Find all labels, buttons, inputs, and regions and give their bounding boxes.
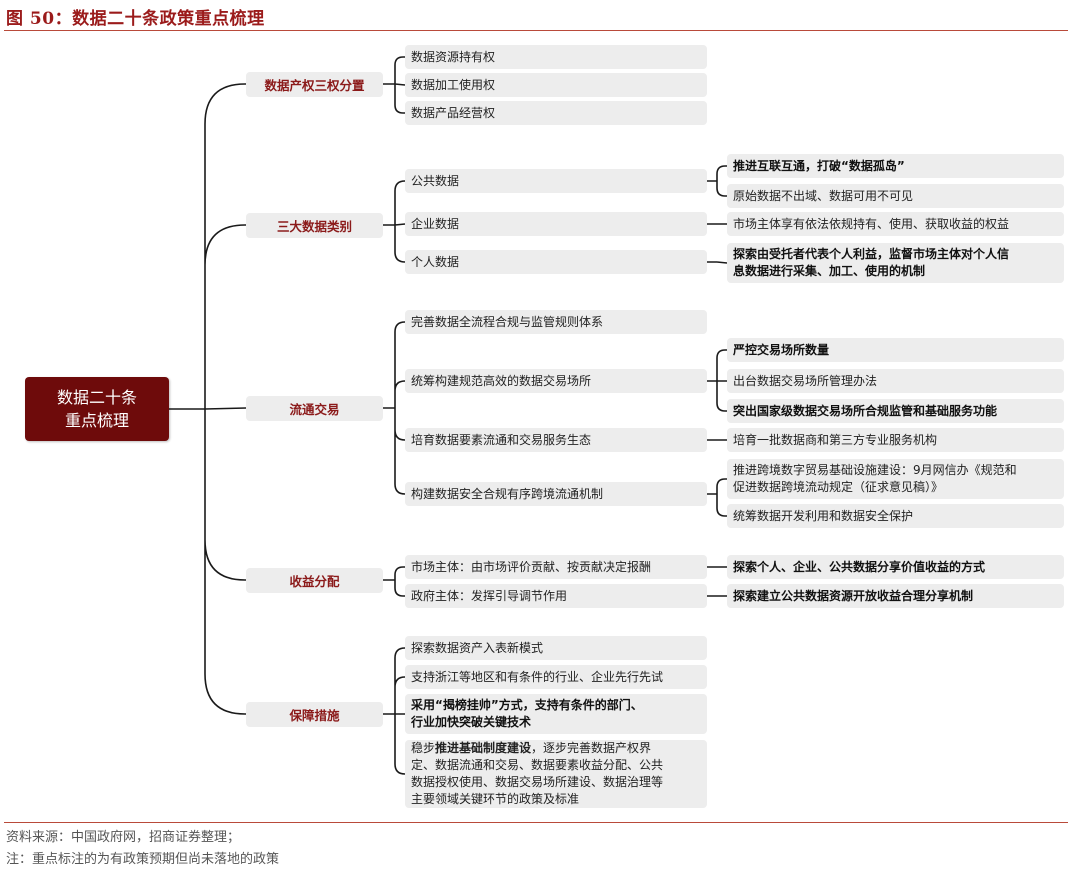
node-personal-data: 个人数据 <box>405 250 707 274</box>
node-development-security: 统筹数据开发利用和数据安全保护 <box>727 504 1064 528</box>
category-safeguards: 保障措施 <box>246 702 383 727</box>
node-cross-border-infrastructure: 推进跨境数字贸易基础设施建设：9月网信办《规范和 促进数据跨境流动规定（征求意见… <box>727 459 1064 499</box>
node-product-operation-right: 数据产品经营权 <box>405 101 707 125</box>
node-raw-data-domain: 原始数据不出域、数据可用不可见 <box>727 184 1064 208</box>
category-three-data-types: 三大数据类别 <box>246 213 383 238</box>
connector-income <box>383 566 405 597</box>
node-trustee-mechanism: 探索由受托者代表个人利益，监督市场主体对个人信 息数据进行采集、加工、使用的机制 <box>727 243 1064 283</box>
node-pilot-regions: 支持浙江等地区和有条件的行业、企业先行先试 <box>405 665 707 689</box>
node-market-entity: 市场主体：由市场评价贡献、按贡献决定报酬 <box>405 555 707 579</box>
connector-property-rights <box>383 56 406 114</box>
category-data-property-rights: 数据产权三权分置 <box>246 72 383 97</box>
connector-cross-border <box>707 478 727 517</box>
figure-title: 图 50：数据二十条政策重点梳理 <box>6 9 265 29</box>
source-note: 资料来源：中国政府网，招商证券整理； <box>6 830 241 845</box>
node-trading-venues: 统筹构建规范高效的数据交易场所 <box>405 369 707 393</box>
node-national-venue-supervision: 突出国家级数据交易场所合规监管和基础服务功能 <box>727 399 1064 423</box>
node-data-merchants: 培育一批数据商和第三方专业服务机构 <box>727 428 1064 452</box>
node-resource-holding-right: 数据资源持有权 <box>405 45 707 69</box>
category-income-distribution: 收益分配 <box>246 568 383 593</box>
node-limit-venues: 严控交易场所数量 <box>727 338 1064 362</box>
connector-personal-data <box>707 261 728 264</box>
root-node: 数据二十条 重点梳理 <box>25 377 169 441</box>
top-divider <box>4 30 1068 31</box>
node-key-tech-breakthrough: 采用“揭榜挂帅”方式，支持有条件的部门、 行业加快突破关键技术 <box>405 694 707 734</box>
category-circulation-trading: 流通交易 <box>246 396 383 421</box>
connector-trading-venues <box>707 349 727 412</box>
basic-system-text: 稳步推进基础制度建设，逐步完善数据产权界 定、数据流通和交易、数据要素收益分配、… <box>411 741 664 806</box>
root-connector <box>169 83 247 715</box>
node-market-entity-rights: 市场主体享有依法依规持有、使用、获取收益的权益 <box>727 212 1064 236</box>
node-processing-use-right: 数据加工使用权 <box>405 73 707 97</box>
node-service-ecosystem: 培育数据要素流通和交易服务生态 <box>405 428 707 452</box>
node-public-resource-sharing: 探索建立公共数据资源开放收益合理分享机制 <box>727 584 1064 608</box>
node-public-data: 公共数据 <box>405 169 707 193</box>
node-compliance-system: 完善数据全流程合规与监管规则体系 <box>405 310 707 334</box>
node-interconnection: 推进互联互通，打破“数据孤岛” <box>727 154 1064 178</box>
node-asset-accounting: 探索数据资产入表新模式 <box>405 636 707 660</box>
node-cross-border-flow: 构建数据安全合规有序跨境流通机制 <box>405 482 707 506</box>
basic-system-emphasis: 推进基础制度建设 <box>435 741 532 755</box>
node-venue-management-rules: 出台数据交易场所管理办法 <box>727 369 1064 393</box>
node-basic-system-building: 稳步推进基础制度建设，逐步完善数据产权界 定、数据流通和交易、数据要素收益分配、… <box>405 740 707 808</box>
footnote: 注：重点标注的为有政策预期但尚未落地的政策 <box>6 852 280 867</box>
node-enterprise-data: 企业数据 <box>405 212 707 236</box>
connector-safeguards <box>383 647 406 775</box>
connector-circulation <box>383 321 406 495</box>
connector-data-types <box>383 180 406 263</box>
bottom-divider <box>4 822 1068 823</box>
node-government-entity: 政府主体：发挥引导调节作用 <box>405 584 707 608</box>
connector-public-data <box>707 165 727 197</box>
node-share-value-income: 探索个人、企业、公共数据分享价值收益的方式 <box>727 555 1064 579</box>
